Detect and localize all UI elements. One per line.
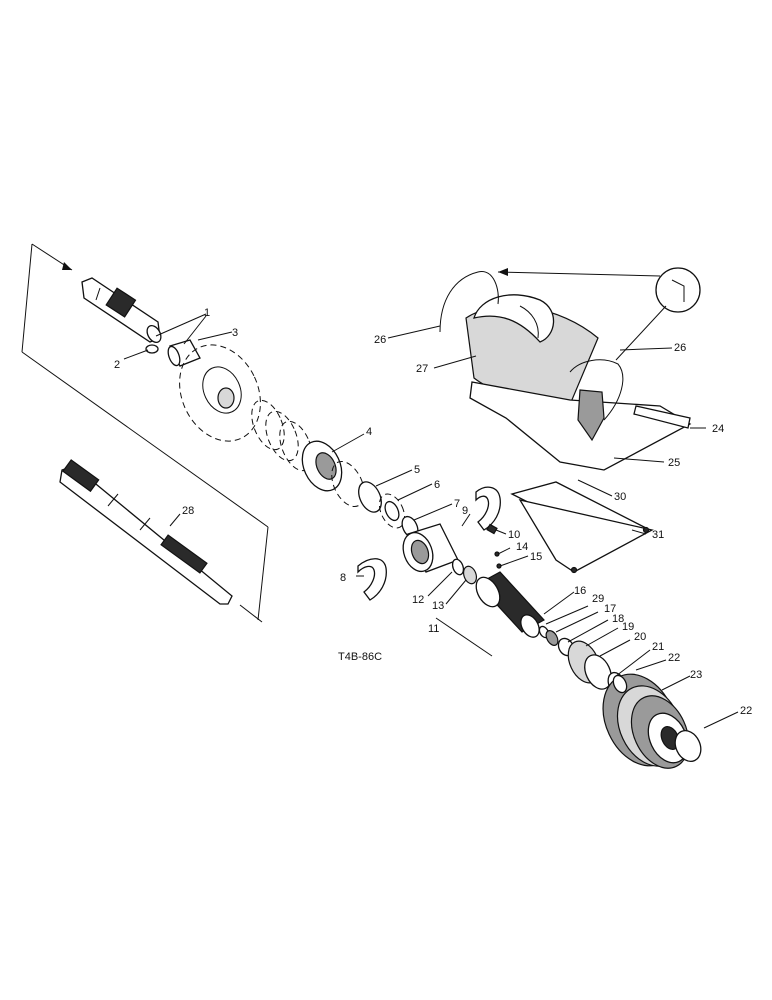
callout-20: 20: [634, 631, 646, 643]
callout-23: 23: [690, 669, 702, 681]
large-gear: [179, 344, 261, 442]
drawing-code: T4B-86C: [338, 651, 382, 663]
callout-15: 15: [530, 551, 542, 563]
callout-22: 22: [668, 652, 680, 664]
callout-14: 14: [516, 541, 528, 553]
splined-hub-part-16: [475, 571, 545, 638]
callout-10: 10: [508, 529, 520, 541]
ring-part-12: [451, 558, 465, 576]
ring-part-2: [145, 344, 159, 354]
callout-28: 28: [182, 505, 194, 517]
plate-part-31: [518, 499, 654, 574]
callout-6: 6: [434, 479, 440, 491]
callout-30: 30: [614, 491, 626, 503]
callout-31: 31: [652, 529, 664, 541]
callout-17: 17: [604, 603, 616, 615]
lower-shaft-part-28: [59, 459, 233, 605]
callout-18: 18: [612, 613, 624, 625]
assembly-outline: [21, 243, 269, 623]
detail-arrow-line: [497, 271, 661, 277]
callout-4: 4: [366, 426, 372, 438]
callout-2: 2: [114, 359, 120, 371]
upper-shaft: [81, 277, 162, 344]
callout-13: 13: [432, 600, 444, 612]
callout-labels: 1 2 3 4 5 6 7 8 9 10 11 12 13 14 15 16 1…: [114, 307, 752, 717]
ring-part-17: [545, 630, 559, 646]
callout-29: 29: [592, 593, 604, 605]
callout-25: 25: [668, 457, 680, 469]
sleeve-part-3: [167, 339, 201, 367]
detail-leader: [615, 305, 667, 361]
callout-1: 1: [204, 307, 210, 319]
splined-collar-part-6: [378, 493, 406, 529]
shifter-fork-part-8: [357, 558, 387, 601]
bearing-part-4: [301, 440, 365, 508]
callout-8: 8: [340, 572, 346, 584]
sliding-gear-part-11: [402, 523, 459, 573]
retaining-wire-part-26-lower: [569, 359, 624, 421]
callout-12: 12: [412, 594, 424, 606]
screw-part-10: [486, 523, 498, 535]
disc-part-20: [584, 654, 612, 690]
mounting-plate-part-25: [469, 381, 692, 471]
callout-26-b: 26: [674, 342, 686, 354]
shifter-fork-part-9: [475, 486, 501, 531]
callout-11: 11: [428, 623, 439, 635]
snap-ring-part-22-lower: [674, 729, 702, 763]
detail-arrowhead: [498, 268, 508, 276]
callout-21: 21: [652, 641, 664, 653]
snap-ring-part-5: [358, 481, 382, 513]
bracket-part-24: [633, 405, 691, 429]
callout-9: 9: [462, 505, 468, 517]
callout-3: 3: [232, 327, 238, 339]
callout-16: 16: [574, 585, 586, 597]
callout-24: 24: [712, 423, 724, 435]
callout-26: 26: [374, 334, 386, 346]
callout-7: 7: [454, 498, 460, 510]
ring-part-13: [462, 565, 478, 585]
callout-22-b: 22: [740, 705, 752, 717]
detail-circle: [655, 267, 701, 313]
callout-19: 19: [622, 621, 634, 633]
leader-lines: [123, 313, 739, 729]
callout-5: 5: [414, 464, 420, 476]
retaining-wire-part-26-upper: [439, 271, 499, 333]
callout-27: 27: [416, 363, 428, 375]
